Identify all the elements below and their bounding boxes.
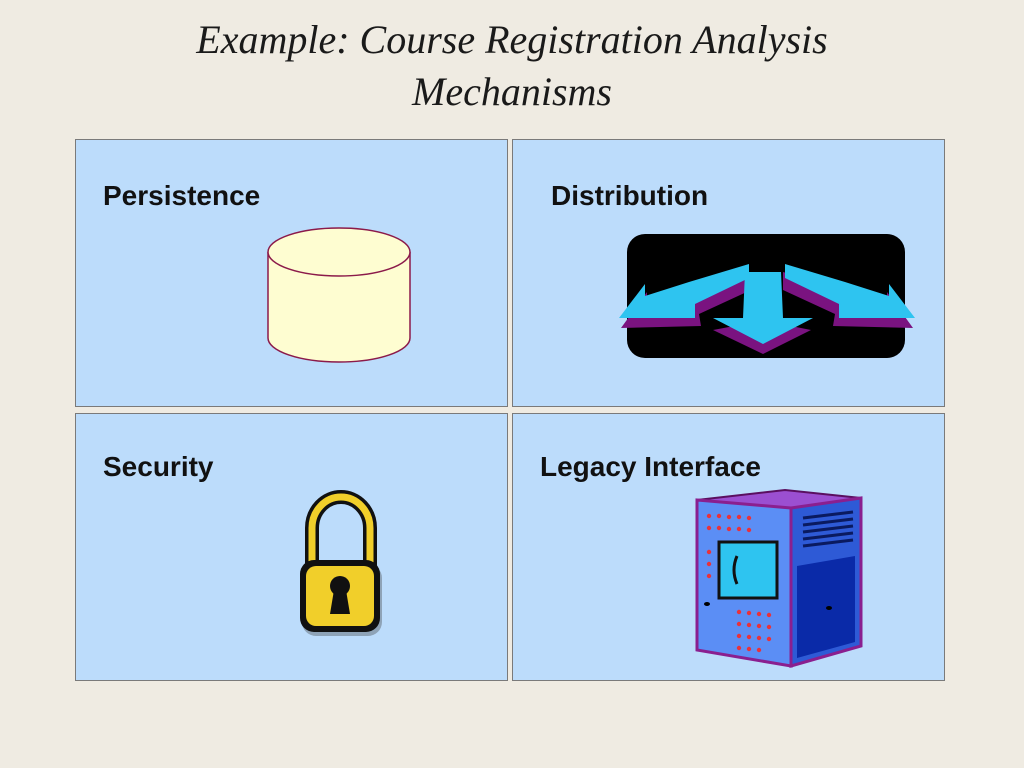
- panel-distribution: Distribution: [512, 139, 945, 407]
- panel-security: Security: [75, 413, 508, 681]
- database-cylinder-icon: [266, 226, 412, 371]
- title-line-1: Example: Course Registration Analysis: [196, 17, 828, 62]
- panel-persistence: Persistence: [75, 139, 508, 407]
- mainframe-computer-icon: [693, 486, 863, 676]
- slide-title: Example: Course Registration Analysis Me…: [0, 14, 1024, 118]
- padlock-icon: [298, 490, 384, 645]
- panel-label-distribution: Distribution: [551, 180, 709, 211]
- title-line-2: Mechanisms: [412, 69, 612, 114]
- panel-legacy-interface: Legacy Interface: [512, 413, 945, 681]
- panel-label-persistence: Persistence: [103, 180, 261, 211]
- panel-label-legacy-interface: Legacy Interface: [540, 451, 761, 482]
- panel-label-security: Security: [103, 451, 214, 482]
- distribution-arrows-icon: [617, 232, 917, 367]
